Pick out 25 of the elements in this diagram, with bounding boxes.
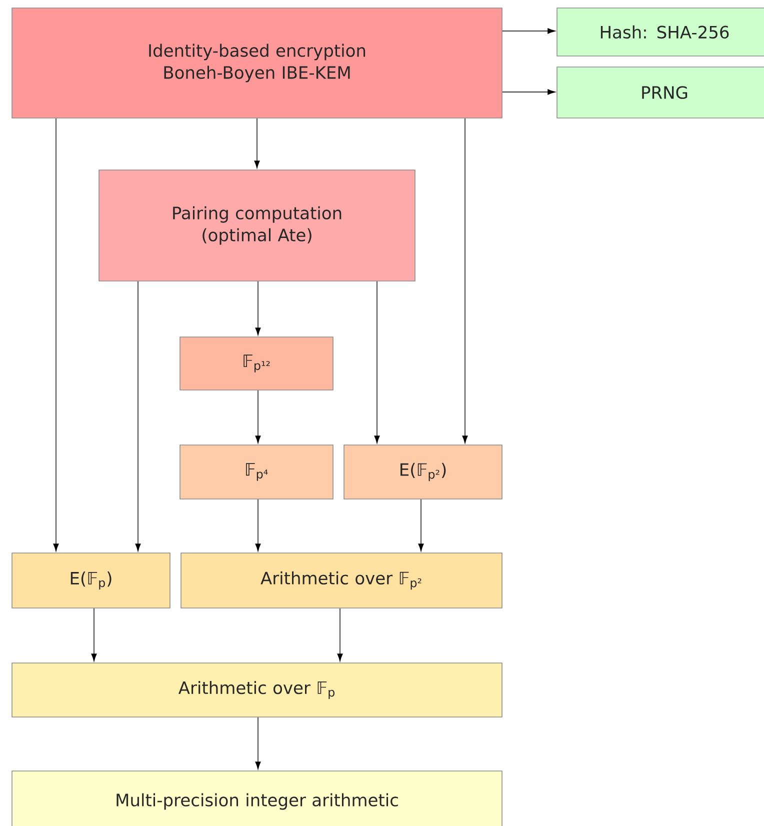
- arrow: [254, 118, 260, 168]
- process-box: E(𝔽$_{p}$): [12, 552, 170, 608]
- arrow: [462, 118, 468, 444]
- process-box: Multi-precision integer arithmetic: [12, 770, 502, 826]
- arrow: [255, 390, 261, 444]
- process-box: E(𝔽$_{p²}$): [344, 444, 502, 500]
- arrow: [255, 281, 261, 336]
- arrow: [255, 717, 261, 770]
- arrow: [53, 118, 59, 552]
- process-box: Hash: SHA-256: [556, 8, 764, 56]
- arrow: [135, 281, 141, 552]
- process-box: 𝔽$_{p¹²}$: [180, 336, 334, 390]
- process-box: Arithmetic over 𝔽$_{p²}$: [180, 552, 502, 608]
- process-box: Arithmetic over 𝔽$_{p}$: [12, 662, 502, 718]
- arrow: [502, 28, 556, 34]
- arrow: [502, 89, 556, 95]
- arrow: [337, 608, 343, 662]
- arrow: [255, 499, 261, 552]
- arrow: [418, 499, 424, 552]
- process-box: Pairing computation (optimal Ate): [98, 170, 416, 282]
- process-box: PRNG: [556, 66, 764, 118]
- arrow: [91, 608, 97, 662]
- process-box: 𝔽$_{p⁴}$: [180, 444, 334, 500]
- process-box: Identity-based encryption Boneh-Boyen IBE-KEM: [12, 8, 502, 118]
- arrow: [374, 281, 380, 444]
